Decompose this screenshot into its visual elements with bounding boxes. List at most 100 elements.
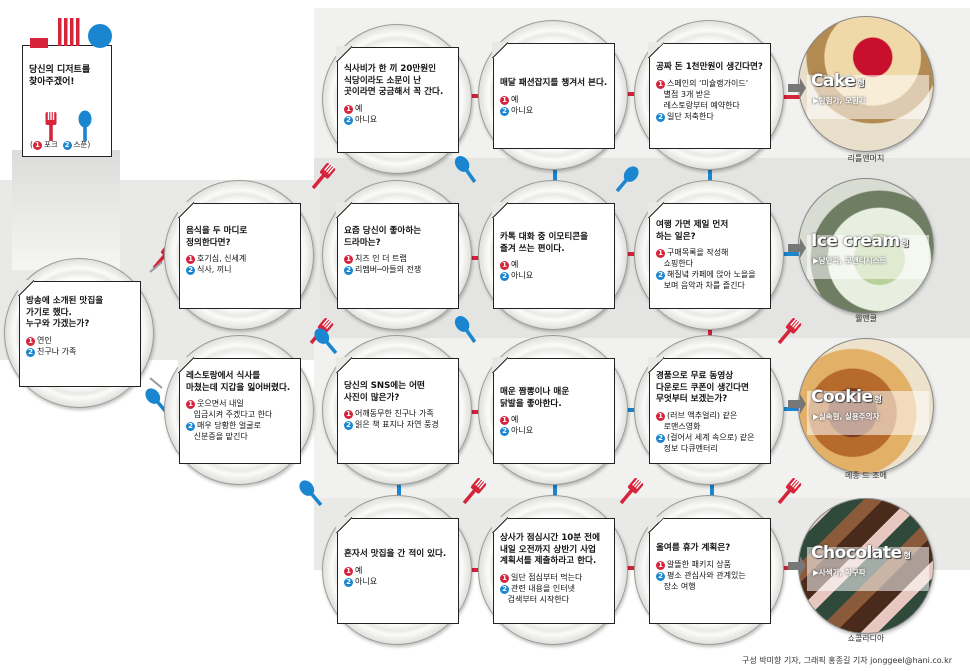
dessert-caption: 리틀앤머치: [847, 154, 885, 163]
option-fork: 치즈 인 더 트랩: [355, 254, 407, 263]
question-line: 경품으로 무료 동영상: [656, 371, 734, 381]
fork-icon: [45, 111, 57, 141]
option-fork: 일단 점심부터 먹는다: [511, 572, 583, 582]
question-line: 올여름 휴가 계획은?: [656, 543, 731, 553]
option-spoon: 아니요: [355, 576, 378, 586]
result-arrows: [788, 78, 806, 576]
dessert-caption: 메종 드 조에: [845, 471, 887, 480]
question-line: 누구와 가겠는가?: [26, 319, 90, 329]
dessert-type: ▶낭만파, 로맨티시스트: [813, 256, 887, 265]
option-fork-cont: 쇼핑한다: [663, 259, 694, 268]
option-spoon: 일단 저축한다: [667, 111, 714, 121]
dessert-name: Cookie: [811, 387, 873, 407]
legend-title: 당신의 디저트를 찾아주겠어!: [29, 64, 90, 88]
option-spoon: 아니요: [511, 271, 534, 280]
credit-line: 구성 박미향 기자, 그래픽 홍종길 기자 jonggeel@hani.co.k…: [741, 656, 952, 665]
option-spoon-cont: 보며 음악과 차를 즐긴다: [663, 281, 745, 290]
legend-fork-label: 포크: [43, 140, 58, 149]
question-line: 곳이라면 궁금해서 꼭 간다.: [344, 87, 444, 97]
legend-title-line1: 당신의 디저트를: [29, 65, 91, 75]
option-spoon-cont: 장소 여행: [663, 581, 696, 591]
option-fork-cont: 로맨스영화: [663, 421, 701, 431]
option-spoon-cont: 검색부터 시작한다: [507, 594, 570, 604]
option-spoon: (걸어서 세계 속으로) 같은: [667, 432, 755, 442]
header-cutlery: [30, 18, 112, 48]
question-line: 매달 패션잡지를 챙겨서 본다.: [500, 78, 608, 88]
option-fork: 연인: [37, 335, 52, 345]
spoon-icon: [78, 110, 92, 141]
option-fork: 예: [511, 94, 519, 104]
plate-report: 상사가 점심시간 10분 전에 내일 오전까지 상반기 사업 계획서를 제출하라…: [478, 495, 628, 645]
option-fork: 웃으면서 내일: [197, 399, 244, 408]
option-fork: (러브 액추얼리) 같은: [667, 410, 738, 420]
question-line: 내일 오전까지 상반기 사업: [500, 544, 596, 555]
dessert-name: Ice cream: [811, 231, 900, 251]
dessert-caption: 쇼콜라디아: [847, 634, 885, 643]
dessert-suffix: 형: [857, 79, 865, 88]
option-spoon: 친구나 가족: [37, 346, 77, 356]
option-spoon: 관련 내용을 인터넷: [511, 583, 575, 593]
question-line: 드라마는?: [344, 237, 381, 248]
option-spoon: 매우 당황한 얼굴로: [197, 421, 261, 430]
question-line: 공짜 돈 1천만원이 생긴다면?: [656, 62, 763, 72]
plate-20man: 식사비가 한 끼 20만원인 식당이라도 소문이 난 곳이라면 궁금해서 꼭 간…: [322, 24, 472, 174]
dessert-suffix: 형: [901, 239, 909, 248]
option-spoon: 해질녘 카페에 앉아 노을을: [667, 270, 756, 279]
question-line: 당신의 SNS에는 어떤: [344, 381, 425, 391]
legend-title-line2: 찾아주겠어!: [29, 77, 75, 87]
option-fork: 예: [511, 260, 519, 269]
option-fork-cont: 레스토랑부터 예약한다: [663, 100, 740, 110]
dessert-suffix: 형: [874, 395, 882, 404]
question-line: 가기로 했다.: [26, 307, 72, 318]
option-fork: 구매목록을 작성해: [667, 248, 729, 257]
dessert-name: Chocolate: [811, 543, 902, 563]
option-spoon: 아니요: [511, 105, 534, 115]
option-spoon: 리멤버─아들의 전쟁: [355, 265, 422, 274]
question-line: 카톡 대화 중 이모티콘을: [500, 232, 589, 242]
question-line: 상사가 점심시간 10분 전에: [500, 533, 600, 543]
dessert-type: ▶실속형, 실용주의자: [813, 412, 880, 421]
question-line: 계획서를 제출하라고 한다.: [500, 556, 597, 566]
question-line: 무엇부터 보겠는가?: [656, 394, 728, 404]
option-spoon-cont: 신분증을 맡긴다: [193, 432, 248, 441]
question-line: 여행 가면 제일 먼저: [656, 220, 729, 230]
question-line: 식당이라도 소문이 난: [344, 75, 422, 86]
option-fork: 예: [511, 415, 519, 424]
legend-shadow: [12, 150, 120, 270]
option-spoon: 아니요: [511, 426, 534, 435]
question-line: 식사비가 한 끼 20만원인: [344, 64, 437, 74]
question-line: 즐겨 쓰는 편이다.: [500, 243, 565, 254]
option-fork-cont: 별점 3개 받은: [663, 89, 711, 99]
option-fork: 알뜰한 패키지 상품: [667, 559, 731, 569]
question-line: 매운 짬뽕이나 매운: [500, 387, 570, 397]
option-spoon: 식사, 끼니: [197, 265, 232, 274]
option-fork: 스페인의 ‘미슐랭가이드’: [667, 78, 749, 88]
option-fork-cont: 입금시켜 주겠다고 한다: [193, 410, 273, 419]
question-line: 사진이 많은가?: [344, 392, 400, 403]
plate-coupon: 경품으로 무료 동영상 다운로드 쿠폰이 생긴다면 무엇부터 보겠는가? 1(러…: [634, 335, 784, 485]
option-spoon: 읽은 책 표지나 자연 풍경: [355, 420, 439, 429]
question-line: 레스토랑에서 식사를: [186, 371, 261, 381]
legend-open-paren: (: [30, 140, 33, 149]
option-spoon: 아니요: [355, 114, 378, 124]
question-line: 하는 일은?: [656, 231, 696, 242]
question-line: 닭발을 좋아한다.: [500, 398, 562, 409]
option-fork: 어깨동무한 친구나 가족: [355, 409, 434, 418]
